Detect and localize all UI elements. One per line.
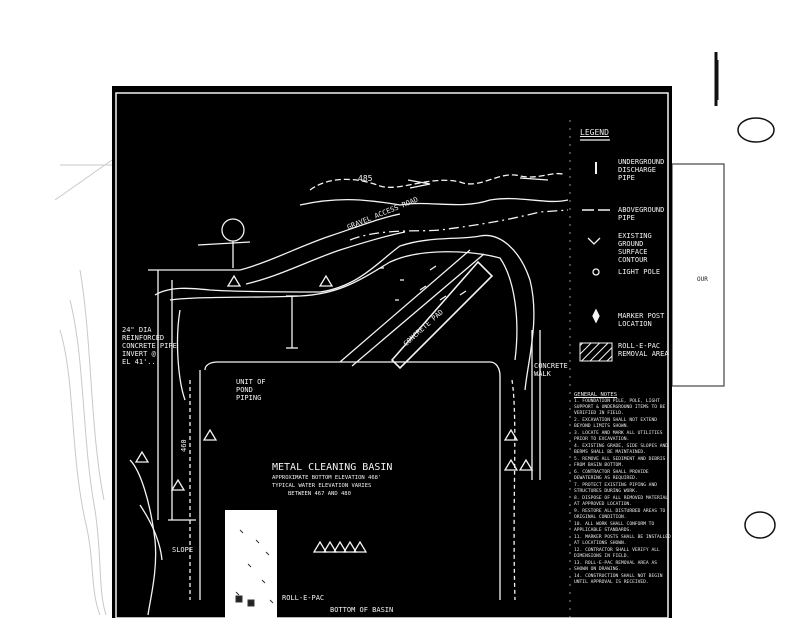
basin-subtitle-2: TYPICAL WATER ELEVATION VARIES	[272, 483, 372, 489]
basin-subtitle-3: BETWEEN 467 AND 480	[288, 491, 351, 497]
punch-hole-top	[737, 117, 775, 143]
legend-hatch-swatch	[579, 342, 613, 362]
contour-label-485: 485	[358, 174, 373, 183]
note-item: 1. FOUNDATION PILE, POLE, LIGHT SUPPORT …	[574, 399, 666, 416]
basin-subtitle-1: APPROXIMATE BOTTOM ELEVATION 468'	[272, 475, 382, 481]
notes-heading: GENERAL NOTES	[574, 392, 618, 398]
unit-of-pond-label: UNIT OF POND PIPING	[236, 378, 266, 402]
legend-item-underground-pipe: UNDERGROUND DISCHARGE PIPE	[618, 158, 665, 182]
punch-hole-bottom	[744, 511, 776, 539]
note-item: 4. EXISTING GRADE, SIDE SLOPES AND BERMS…	[574, 444, 669, 455]
legend-item-aboveground-pipe: ABOVEGROUND PIPE	[618, 206, 665, 222]
basin-title: METAL CLEANING BASIN	[272, 462, 393, 473]
left-topography	[54, 159, 113, 616]
note-item: 12. CONTRACTOR SHALL VERIFY ALL DIMENSIO…	[574, 548, 660, 559]
note-item: 8. DISPOSE OF ALL REMOVED MATERIAL AT AP…	[574, 496, 669, 507]
legend-item-marker-post: MARKER POST LOCATION	[618, 312, 665, 328]
bottom-of-basin-label: BOTTOM OF BASIN	[330, 606, 394, 614]
note-item: 2. EXCAVATION SHALL NOT EXTEND BEYOND LI…	[574, 418, 657, 429]
drawing-sheet	[112, 86, 672, 618]
note-item: 9. RESTORE ALL DISTURBED AREAS TO ORIGIN…	[574, 509, 666, 520]
note-item: 7. PROTECT EXISTING PIPING AND STRUCTURE…	[574, 483, 657, 494]
roll-e-pac-label: ROLL-E-PAC	[282, 594, 325, 602]
legend-item-ground-contour: EXISTING GROUND SURFACE CONTOUR	[618, 232, 652, 264]
elevation-mark-460: 460	[180, 439, 188, 452]
note-item: 6. CONTRACTOR SHALL PROVIDE DEWATERING A…	[574, 470, 649, 481]
note-item: 14. CONSTRUCTION SHALL NOT BEGIN UNTIL A…	[574, 574, 663, 585]
margin-text: OUR	[697, 276, 708, 283]
general-notes: GENERAL NOTES 1. FOUNDATION PILE, POLE, …	[574, 392, 672, 612]
site-linework	[129, 120, 610, 618]
note-item: 3. LOCATE AND MARK ALL UTILITIES PRIOR T…	[574, 431, 663, 442]
note-item: 5. REMOVE ALL SEDIMENT AND DEBRIS FROM B…	[574, 457, 666, 468]
legend-title: LEGEND	[580, 128, 609, 137]
right-margin	[671, 52, 776, 539]
note-item: 13. ROLL-E-PAC REMOVAL AREA AS SHOWN ON …	[574, 561, 657, 572]
reinforced-concrete-pipe-label: 24" DIA REINFORCED CONCRETE PIPE INVERT …	[122, 326, 177, 366]
concrete-walk-label: CONCRETE WALK	[534, 362, 568, 378]
note-item: 11. MARKER POSTS SHALL BE INSTALLED AT L…	[574, 535, 671, 546]
legend-item-roll-e-pac: ROLL-E-PAC REMOVAL AREA	[618, 342, 669, 358]
roll-e-pac-marks	[235, 529, 274, 607]
legend-item-light-pole: LIGHT POLE	[618, 268, 661, 276]
slope-label: SLOPE	[172, 546, 194, 554]
note-item: 10. ALL WORK SHALL CONFORM TO APPLICABLE…	[574, 522, 655, 533]
